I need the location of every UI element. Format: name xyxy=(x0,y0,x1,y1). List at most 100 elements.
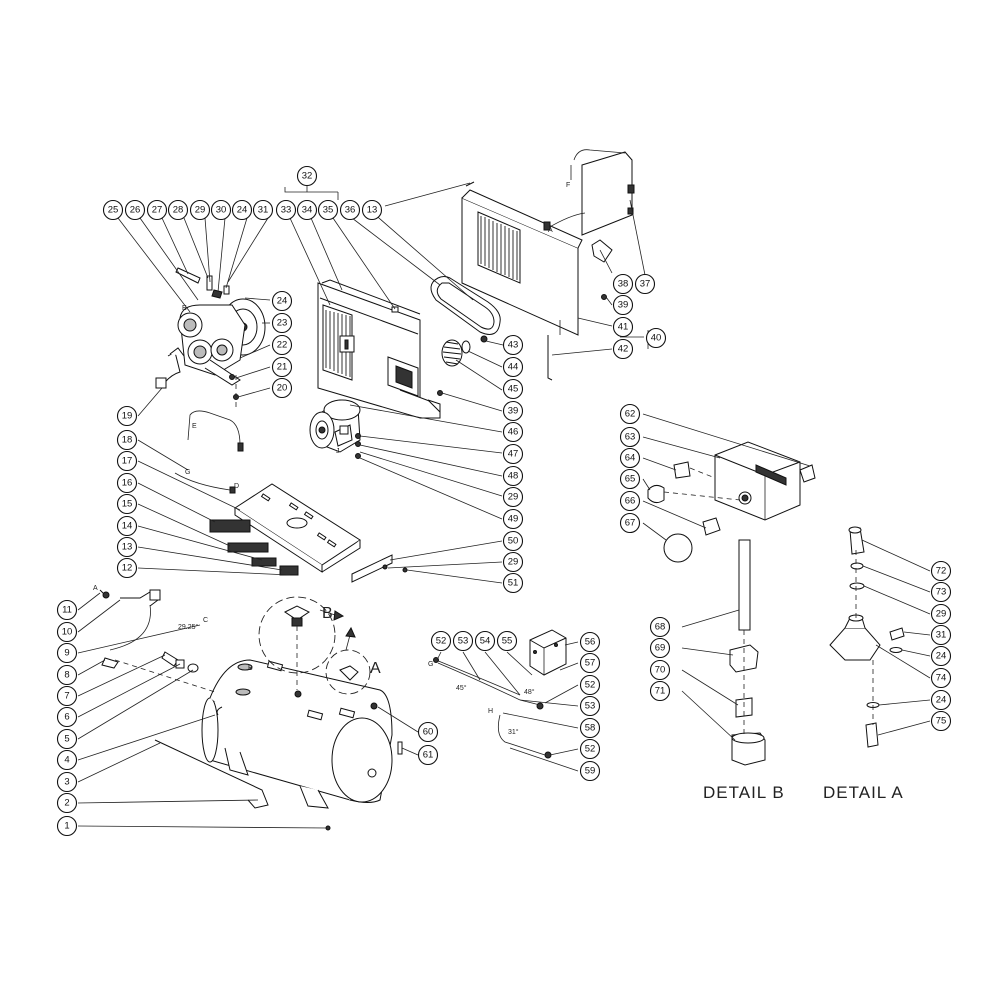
callout-29-top: 29 xyxy=(189,199,211,221)
leader-lines xyxy=(77,180,931,829)
svg-text:26: 26 xyxy=(130,205,141,216)
discharge-hose-upper xyxy=(543,149,635,300)
callout-6: 6 xyxy=(56,706,78,728)
connector-label-g2: G xyxy=(428,661,433,668)
svg-text:20: 20 xyxy=(277,383,288,394)
callout-31-detail-a: 31 xyxy=(930,624,952,646)
svg-text:28: 28 xyxy=(173,205,184,216)
callouts: 32 25 26 27 28 29 30 24 31 33 34 35 36 1… xyxy=(56,165,952,837)
svg-text:42: 42 xyxy=(618,344,629,355)
callout-11: 11 xyxy=(56,599,78,621)
connector-label-e2: E xyxy=(192,423,197,430)
annotation-labels: 29.25° 45° 48° 31° A A B C D E E F G G H… xyxy=(93,182,903,802)
belt-guard-front xyxy=(461,181,583,381)
callout-53-mid: 53 xyxy=(579,695,601,717)
callout-7: 7 xyxy=(56,685,78,707)
svg-text:47: 47 xyxy=(508,449,519,460)
callout-69: 69 xyxy=(649,637,671,659)
svg-text:24: 24 xyxy=(936,651,947,662)
svg-text:21: 21 xyxy=(277,362,288,373)
svg-text:53: 53 xyxy=(458,636,469,647)
svg-text:19: 19 xyxy=(122,411,133,422)
callout-12: 12 xyxy=(116,557,138,579)
callout-19: 19 xyxy=(116,405,138,427)
callout-59: 59 xyxy=(579,760,601,782)
callout-2: 2 xyxy=(56,792,78,814)
callout-48: 48 xyxy=(502,465,524,487)
callout-63: 63 xyxy=(619,426,641,448)
detail-indicators xyxy=(258,596,371,695)
svg-text:13: 13 xyxy=(122,542,133,553)
svg-text:31: 31 xyxy=(258,205,269,216)
callout-40: 40 xyxy=(645,327,667,349)
callout-64: 64 xyxy=(619,447,641,469)
callout-5: 5 xyxy=(56,728,78,750)
view-letter-b: B xyxy=(322,605,333,622)
callout-62: 62 xyxy=(619,403,641,425)
connector-label-b: B xyxy=(248,665,253,672)
tank-fittings xyxy=(99,589,216,693)
callout-29-low: 29 xyxy=(502,551,524,573)
svg-text:8: 8 xyxy=(64,670,69,681)
callout-38: 38 xyxy=(612,273,634,295)
svg-text:37: 37 xyxy=(640,279,651,290)
callout-8: 8 xyxy=(56,664,78,686)
svg-text:22: 22 xyxy=(277,340,288,351)
callout-39-upper: 39 xyxy=(612,294,634,316)
svg-text:33: 33 xyxy=(281,205,292,216)
callout-13-top: 13 xyxy=(361,199,383,221)
svg-text:27: 27 xyxy=(152,205,163,216)
svg-text:9: 9 xyxy=(64,648,69,659)
callout-70: 70 xyxy=(649,659,671,681)
svg-text:23: 23 xyxy=(277,318,288,329)
callout-52-top: 52 xyxy=(430,630,452,652)
callout-46: 46 xyxy=(502,421,524,443)
callout-26: 26 xyxy=(124,199,146,221)
svg-text:4: 4 xyxy=(64,755,69,766)
svg-text:6: 6 xyxy=(64,712,69,723)
callout-72: 72 xyxy=(930,560,952,582)
callout-25: 25 xyxy=(102,199,124,221)
svg-text:73: 73 xyxy=(936,587,947,598)
connector-label-g1: G xyxy=(185,469,190,476)
svg-text:64: 64 xyxy=(625,453,636,464)
svg-text:71: 71 xyxy=(655,686,666,697)
callout-71: 71 xyxy=(649,680,671,702)
callout-17: 17 xyxy=(116,450,138,472)
callout-68: 68 xyxy=(649,616,671,638)
callout-52-low: 52 xyxy=(579,738,601,760)
callout-54: 54 xyxy=(474,630,496,652)
callout-55: 55 xyxy=(496,630,518,652)
svg-text:69: 69 xyxy=(655,643,666,654)
callout-75: 75 xyxy=(930,710,952,732)
svg-text:24: 24 xyxy=(237,205,248,216)
callout-21: 21 xyxy=(271,356,293,378)
svg-text:56: 56 xyxy=(585,637,596,648)
svg-text:51: 51 xyxy=(508,578,519,589)
callout-20: 20 xyxy=(271,377,293,399)
svg-text:58: 58 xyxy=(585,723,596,734)
angle-label-45: 45° xyxy=(456,684,467,692)
callout-29-mid: 29 xyxy=(502,486,524,508)
callout-47: 47 xyxy=(502,443,524,465)
connector-label-f: F xyxy=(566,182,570,189)
svg-text:25: 25 xyxy=(108,205,119,216)
callout-50: 50 xyxy=(502,530,524,552)
callout-10: 10 xyxy=(56,621,78,643)
svg-text:72: 72 xyxy=(936,566,947,577)
pressure-switch-assembly xyxy=(433,629,567,759)
svg-text:57: 57 xyxy=(585,658,596,669)
callout-30: 30 xyxy=(210,199,232,221)
connector-label-e1: E xyxy=(182,305,187,312)
callout-29-detail-a: 29 xyxy=(930,603,952,625)
svg-text:35: 35 xyxy=(323,205,334,216)
svg-text:1: 1 xyxy=(64,821,69,832)
svg-text:15: 15 xyxy=(122,499,133,510)
svg-text:52: 52 xyxy=(585,680,596,691)
callout-1: 1 xyxy=(56,815,78,837)
svg-text:7: 7 xyxy=(64,691,69,702)
callout-14: 14 xyxy=(116,515,138,537)
svg-text:46: 46 xyxy=(508,427,519,438)
svg-text:61: 61 xyxy=(423,750,434,761)
svg-text:68: 68 xyxy=(655,622,666,633)
